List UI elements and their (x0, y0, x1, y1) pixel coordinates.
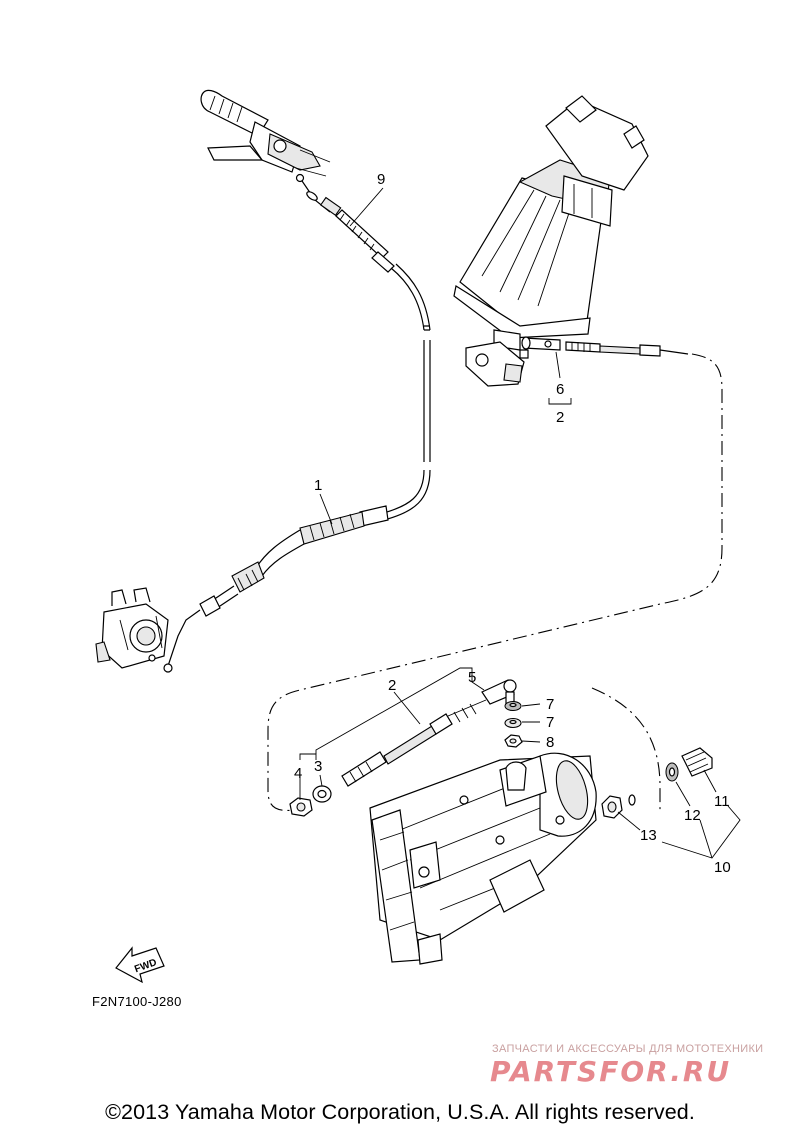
callout-13: 13 (640, 827, 657, 844)
cable-2-lower (341, 699, 487, 787)
washer-part-7-bottom (504, 717, 522, 729)
callout-8: 8 (546, 734, 554, 751)
handlebar-grip-assembly (200, 89, 331, 177)
phantom-boundary-right (267, 353, 723, 812)
leader-lines (299, 187, 741, 859)
nut-part-13 (601, 795, 623, 819)
callout-1: 1 (314, 477, 322, 494)
joint-part-5 (481, 679, 517, 705)
copyright-notice: ©2013 Yamaha Motor Corporation, U.S.A. A… (105, 1100, 695, 1124)
watermark-brand-text: PARTSFOR.RU (490, 1055, 731, 1088)
plug-part-11 (681, 747, 713, 777)
jet-pump-assembly (369, 752, 597, 965)
watermark-tagline: ЗАПЧАСТИ И АКСЕССУАРЫ ДЛЯ МОТОТЕХНИКИ (492, 1043, 764, 1055)
callout-2-lower: 2 (388, 677, 396, 694)
cable-2-upper-end (565, 341, 689, 357)
callout-6: 6 (556, 381, 564, 398)
joint-part-6 (519, 336, 561, 359)
phantom-boundary-lower (591, 687, 661, 810)
steering-column (453, 95, 649, 387)
throttle-cable (295, 173, 431, 331)
nut-part-4 (289, 797, 313, 817)
o-ring-part-12 (665, 762, 679, 782)
watermark-logo: PARTSFOR.RU (490, 1055, 731, 1088)
callout-10: 10 (714, 859, 731, 876)
callout-7-bottom: 7 (546, 714, 554, 731)
fwd-arrow-icon: FWD (115, 946, 165, 984)
shift-cable (163, 340, 431, 673)
callout-5: 5 (468, 669, 476, 686)
callout-12: 12 (684, 807, 701, 824)
nut-part-8 (504, 734, 523, 748)
callout-3: 3 (314, 758, 322, 775)
washer-part-3 (312, 785, 332, 803)
plug-hole (628, 794, 636, 806)
callout-2-upper: 2 (556, 409, 564, 426)
callout-7-top: 7 (546, 696, 554, 713)
callout-11: 11 (714, 793, 730, 810)
callout-9: 9 (377, 171, 385, 188)
washer-part-7-top (504, 701, 522, 711)
figure-code: F2N7100-J280 (92, 994, 182, 1009)
throttle-body (95, 587, 169, 669)
callout-4: 4 (294, 765, 302, 782)
